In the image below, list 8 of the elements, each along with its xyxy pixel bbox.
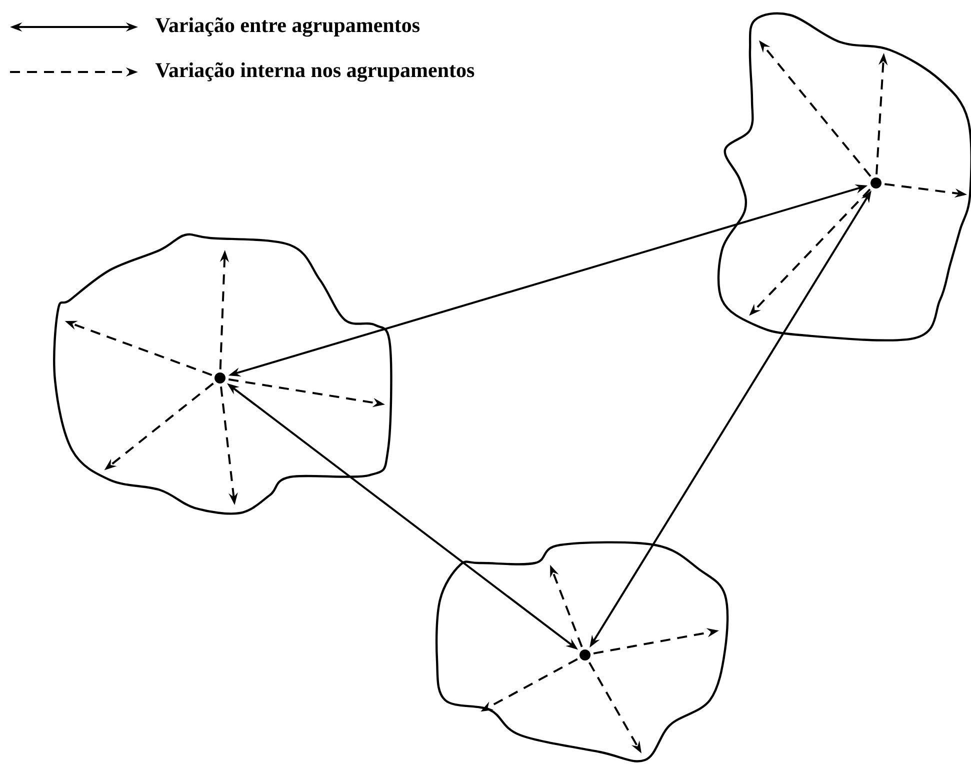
centroid-dot bbox=[870, 178, 882, 188]
cluster-outline bbox=[435, 541, 729, 762]
centroid-dot bbox=[214, 372, 226, 384]
cluster-outline bbox=[717, 12, 971, 342]
centroid-dot bbox=[580, 650, 590, 660]
legend-label: Variação interna nos agrupamentos bbox=[155, 62, 474, 82]
legend-label: Variação entre agrupamentos bbox=[155, 17, 420, 37]
cluster-outline bbox=[53, 233, 392, 515]
